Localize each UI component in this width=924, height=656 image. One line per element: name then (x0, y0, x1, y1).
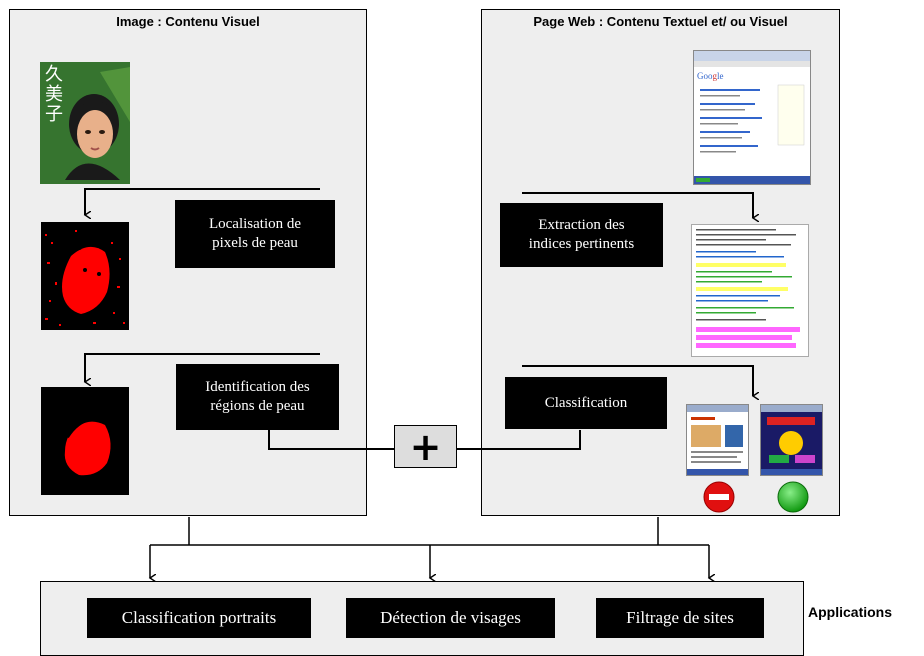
portrait-photo: 久 美 子 (40, 62, 130, 184)
combine-plus-box: + (394, 425, 457, 468)
image-panel-title: Image : Contenu Visuel (116, 14, 260, 29)
skin-pixel-localization-label: Localisation de pixels de peau (175, 200, 335, 268)
webpage-screenshot: Google (693, 50, 811, 185)
applications-label: Applications (808, 604, 893, 620)
allow-icon (777, 481, 809, 513)
app-site-filtering: Filtrage de sites (596, 598, 764, 638)
extracted-text-document (691, 224, 809, 357)
blocked-site-thumbnail (686, 404, 749, 476)
feature-extraction-label: Extraction des indices pertinents (500, 203, 663, 267)
block-icon (703, 481, 735, 513)
allowed-site-thumbnail (760, 404, 823, 476)
app-face-detection: Détection de visages (346, 598, 555, 638)
classification-label: Classification (505, 377, 667, 429)
plus-icon: + (409, 424, 442, 469)
skin-region-mask (41, 387, 129, 495)
app-portrait-classification: Classification portraits (87, 598, 311, 638)
skin-pixel-mask (41, 222, 129, 330)
webpage-panel-title: Page Web : Contenu Textuel et/ ou Visuel (533, 14, 788, 29)
skin-region-identification-label: Identification des régions de peau (176, 364, 339, 430)
svg-text:Google: Google (697, 71, 724, 81)
photo-caption: 久 美 子 (45, 64, 63, 125)
